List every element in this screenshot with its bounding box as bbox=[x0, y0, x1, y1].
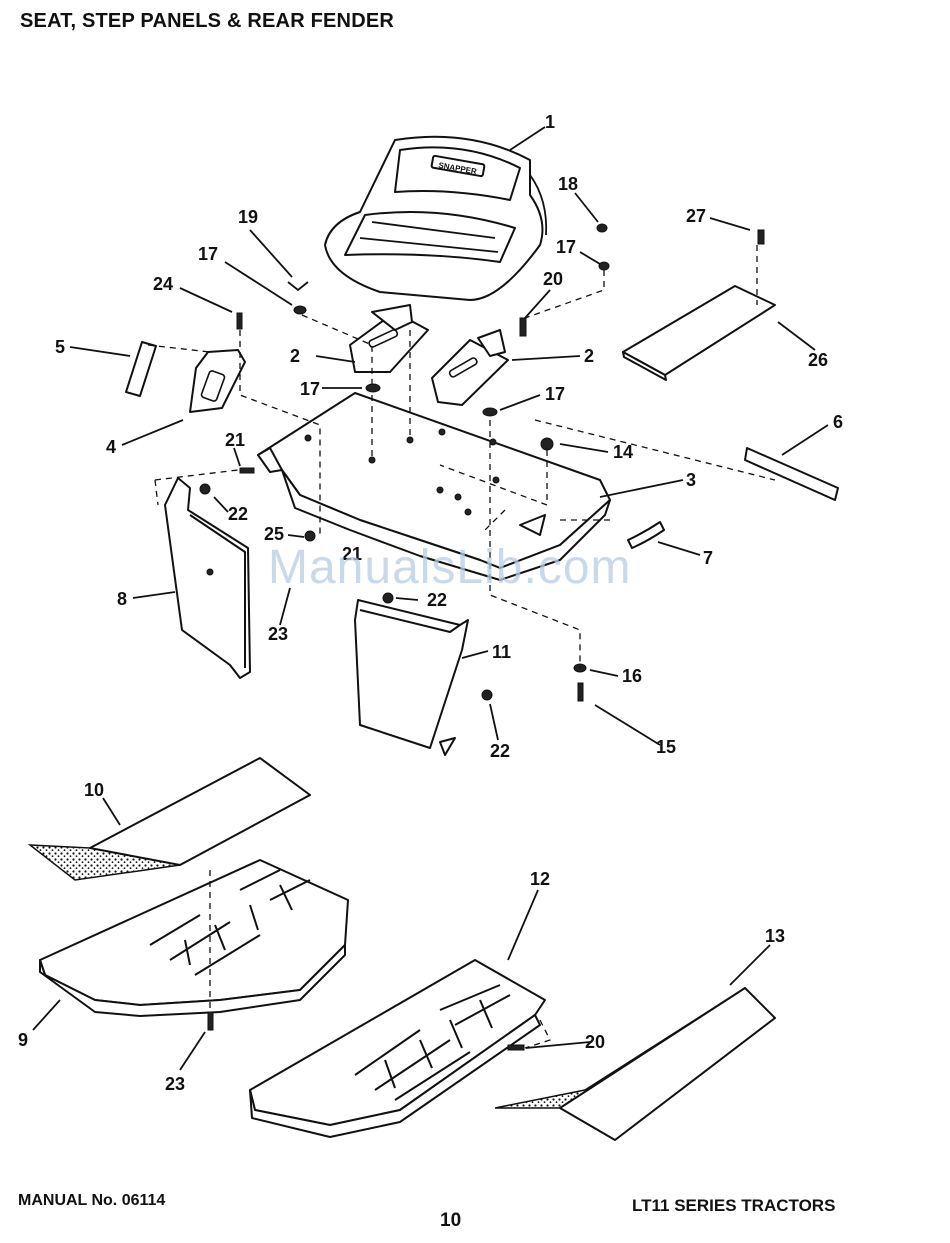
callout-20-a: 20 bbox=[543, 269, 563, 289]
callout-11: 11 bbox=[492, 642, 511, 662]
plate-part-26 bbox=[623, 286, 775, 380]
callout-17-c: 17 bbox=[545, 384, 565, 404]
callout-3: 3 bbox=[686, 470, 696, 490]
callout-2-right: 2 bbox=[584, 346, 594, 366]
callout-12: 12 bbox=[530, 869, 550, 889]
callout-21-a: 21 bbox=[225, 430, 245, 450]
bracket-part-4 bbox=[190, 350, 245, 412]
watermark: ManualsLib.com bbox=[268, 540, 632, 595]
callout-24: 24 bbox=[153, 274, 173, 294]
callout-13: 13 bbox=[765, 926, 785, 946]
seat-bracket-left bbox=[350, 305, 428, 372]
callout-9: 9 bbox=[18, 1030, 28, 1050]
callout-23-b: 23 bbox=[165, 1074, 185, 1094]
callout-5: 5 bbox=[55, 337, 65, 357]
callout-7: 7 bbox=[703, 548, 713, 568]
callout-4: 4 bbox=[106, 437, 116, 457]
callout-1: 1 bbox=[545, 112, 555, 132]
callout-23-a: 23 bbox=[268, 624, 288, 644]
callout-17-a: 17 bbox=[198, 244, 218, 264]
seat-bracket-right bbox=[432, 330, 508, 405]
strip-part-6 bbox=[745, 448, 838, 500]
series-label: LT11 SERIES TRACTORS bbox=[632, 1196, 835, 1216]
clip-part-7 bbox=[628, 522, 664, 548]
callout-18: 18 bbox=[558, 174, 578, 194]
callout-19: 19 bbox=[238, 207, 258, 227]
callout-17-d: 17 bbox=[556, 237, 576, 257]
side-panel-part-11 bbox=[355, 600, 468, 755]
callout-6: 6 bbox=[833, 412, 843, 432]
callout-27: 27 bbox=[686, 206, 706, 226]
callout-16: 16 bbox=[622, 666, 642, 686]
callout-2-left: 2 bbox=[290, 346, 300, 366]
rod-part-5 bbox=[126, 342, 156, 396]
callout-20-b: 20 bbox=[585, 1032, 605, 1052]
callout-22-a: 22 bbox=[228, 504, 248, 524]
callout-17-b: 17 bbox=[300, 379, 320, 399]
page-number: 10 bbox=[440, 1210, 461, 1232]
callout-26: 26 bbox=[808, 350, 828, 370]
callout-15: 15 bbox=[656, 737, 676, 757]
callout-14: 14 bbox=[613, 442, 633, 462]
floor-mat-part-10 bbox=[30, 758, 310, 880]
callout-22-c: 22 bbox=[490, 741, 510, 761]
callout-8: 8 bbox=[117, 589, 127, 609]
seat-part-1: SNAPPER bbox=[325, 137, 546, 300]
footrest-part-9 bbox=[40, 860, 348, 1016]
manual-number: MANUAL No. 06114 bbox=[18, 1192, 165, 1210]
callout-10: 10 bbox=[84, 780, 104, 800]
